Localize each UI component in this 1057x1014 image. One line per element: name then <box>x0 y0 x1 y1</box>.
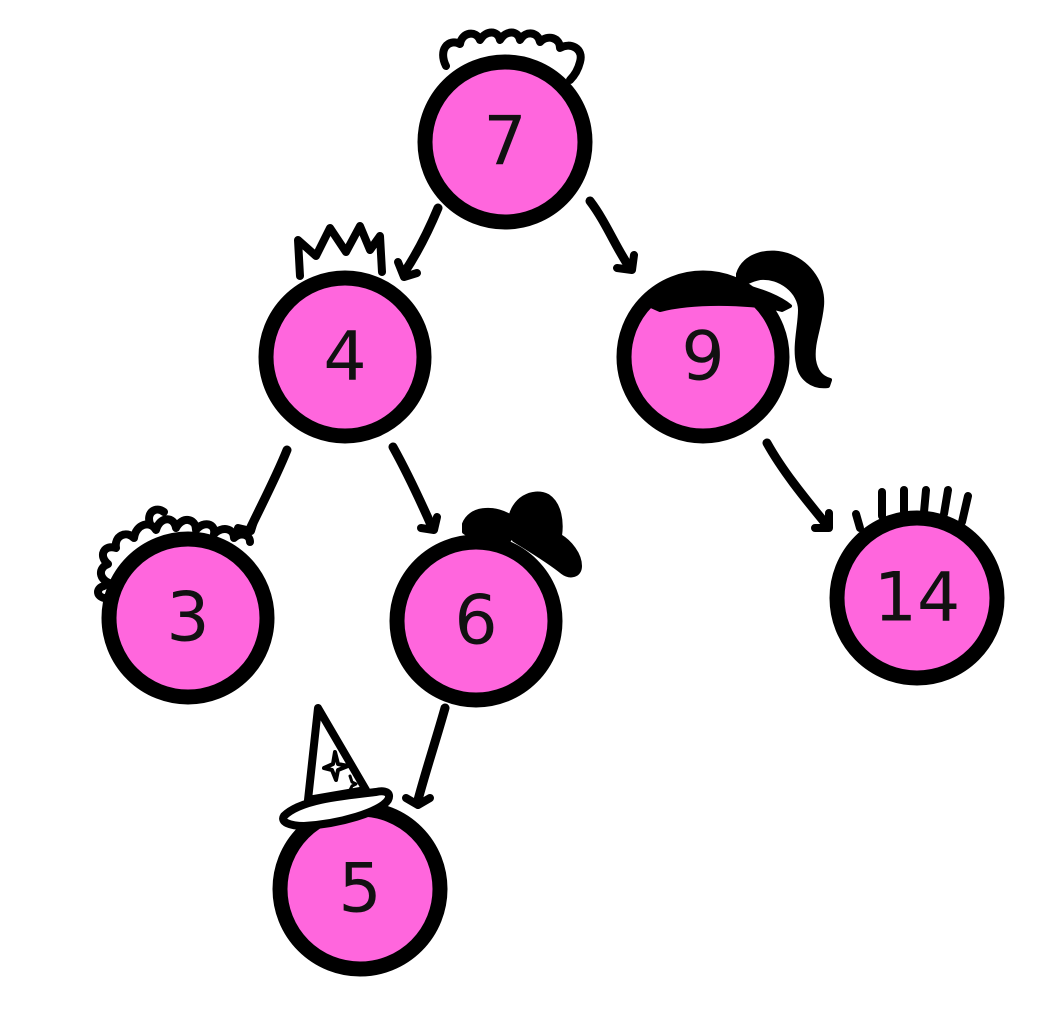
ponytail-icon <box>640 250 832 389</box>
tree-node-14: 14 <box>829 486 1005 686</box>
tree-node-4-label: 4 <box>323 318 366 397</box>
tree-node-9-label: 9 <box>681 318 724 397</box>
tree-node-4-circle <box>258 270 432 444</box>
tree-node-14-circle <box>829 510 1005 686</box>
tree-node-7-circle <box>417 54 593 230</box>
tree-node-9-circle <box>616 270 790 444</box>
tree-node-9: 9 <box>616 250 832 444</box>
tree-node-7-label: 7 <box>483 103 526 182</box>
edges <box>234 196 833 809</box>
wizard-hat-icon <box>279 704 393 830</box>
edge-9-to-14 <box>762 438 833 532</box>
nodes: 7 4 9 3 <box>94 28 1005 977</box>
curls-icon <box>94 505 254 602</box>
tree-node-5-label: 5 <box>338 850 381 929</box>
tree-node-7: 7 <box>417 28 593 230</box>
tree-node-3-label: 3 <box>166 579 209 658</box>
edge-6-to-5 <box>402 703 450 809</box>
tree-node-14-label: 14 <box>874 559 961 638</box>
edge-7-to-4 <box>394 203 443 281</box>
spiky-hair-icon <box>852 486 972 532</box>
tree-node-6: 6 <box>389 491 582 708</box>
bow-icon <box>462 491 582 578</box>
edge-4-to-3 <box>234 445 292 535</box>
edge-7-to-9 <box>585 196 638 274</box>
tree-node-4: 4 <box>258 222 432 444</box>
curly-hair-icon <box>439 28 585 84</box>
tree-node-6-label: 6 <box>454 582 497 661</box>
crown-icon <box>294 222 386 280</box>
tree-node-3-circle <box>101 531 275 705</box>
edge-4-to-6 <box>388 442 441 534</box>
tree-node-5: 5 <box>272 704 448 977</box>
tree-node-3: 3 <box>94 505 275 705</box>
tree-node-6-circle <box>389 534 563 708</box>
